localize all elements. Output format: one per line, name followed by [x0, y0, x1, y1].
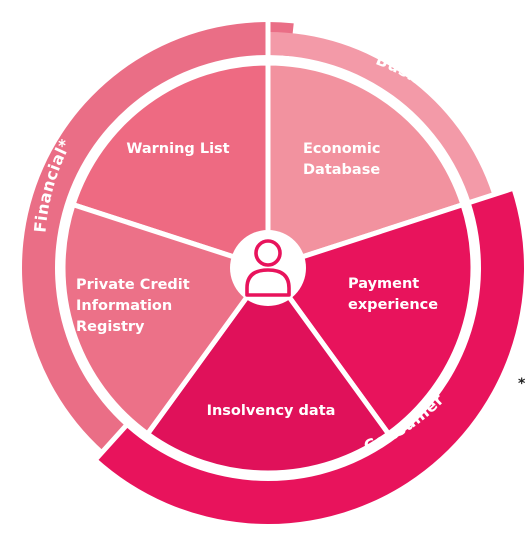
- segment-payment-experience: [265, 202, 476, 437]
- footnote-marker: *: [518, 376, 526, 392]
- segment-label-warning-list: Warning List: [126, 141, 229, 157]
- segment-warning-list: [70, 60, 271, 271]
- segment-label-insolvency-data: Insolvency data: [207, 403, 336, 419]
- ring-consumer: [96, 188, 524, 524]
- inner-pie: [60, 60, 476, 476]
- ring-business: [268, 32, 493, 203]
- ring-divider: [93, 423, 129, 462]
- person-icon: [245, 239, 291, 297]
- segment-private-credit: [60, 202, 271, 437]
- center-hub: [230, 230, 306, 306]
- segment-label-payment-experience: Payment experience: [348, 276, 438, 313]
- segment-label-private-credit: Private Credit Information Registry: [76, 277, 195, 335]
- segment-economic-database: [265, 60, 466, 271]
- outer-ring: [21, 10, 524, 524]
- segment-insolvency-data: [145, 265, 391, 476]
- ring-divider: [467, 185, 515, 206]
- segment-label-economic-database: Economic Database: [303, 141, 385, 178]
- ring-financial: [21, 22, 294, 451]
